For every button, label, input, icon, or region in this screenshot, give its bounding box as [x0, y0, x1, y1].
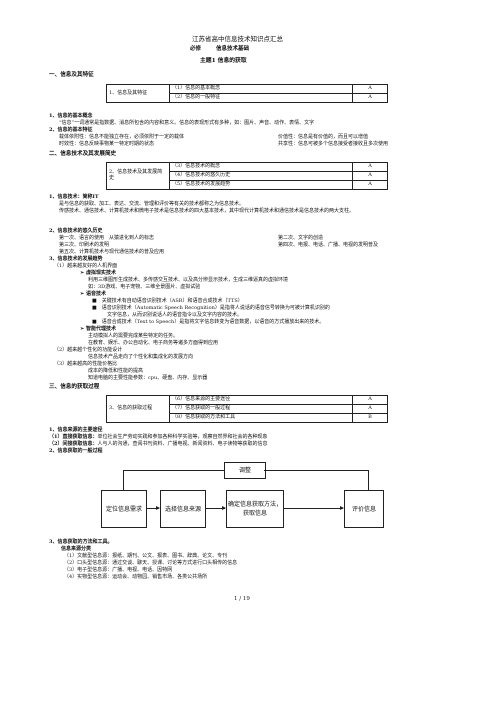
s1-p1-text: “信息”一词通常是指数据、消息所包含的内容和意义。信息的表现形式有多种，如：图片… — [59, 120, 315, 126]
voice-line: ■ 语音合成技术（Text to Speech）是指将文字信息转变为语音数据，以… — [92, 319, 325, 325]
table-item: （2）信息的一般特征 — [169, 93, 353, 103]
agent-heading: 智能代理技术 — [80, 326, 116, 333]
flow-step-1: 定位信息需求 — [101, 490, 147, 528]
table-grade: B — [352, 413, 388, 423]
voice-line: ■ 语音识别技术（Automatic Speech Recognition）是指… — [92, 305, 330, 311]
s3-p3-heading: 3、信息获取的方法和工具。 — [49, 539, 113, 545]
s2-p3-heading: 3、信息技术的发展趋势 — [49, 256, 103, 262]
history-line: 第一次、语言的使用 从猿进化到人的标志 — [59, 235, 155, 241]
doc-subtitle-left: 必修 — [190, 46, 202, 52]
s1-p2-line: 价值性：信息是有价值的，而且可以增值 — [278, 134, 369, 140]
square-bullet-icon: ■ — [92, 319, 97, 325]
agent-line: 在教育、娱乐、办公自动化、电子商务等诸多方面得到应用 — [88, 340, 219, 346]
table-grade: A — [352, 93, 388, 103]
table-item: （1）信息的基本概念 — [169, 84, 353, 94]
voice-line: ■ 关键技术有自动语音识别技术（ASR）和语音合成技术（TTS） — [92, 298, 243, 304]
square-bullet-icon: ■ — [92, 305, 97, 311]
flow-feedback-line — [368, 470, 369, 490]
s1-p2-heading: 2、信息的基本特征 — [49, 127, 93, 133]
doc-subtitle-right: 信息技术基础 — [216, 46, 250, 52]
table-grade: A — [352, 84, 388, 94]
trend-item: （1）越来越友好的人机界面 — [54, 263, 118, 269]
voice-heading: 语音技术 — [80, 291, 106, 298]
table-item: （3）信息技术的概念 — [169, 162, 353, 172]
flow-feedback-line — [123, 470, 124, 490]
source-line: （3）电子型信息源：广播、电视、电话、因特网 — [64, 567, 173, 573]
flow-feedback-line — [264, 470, 368, 471]
voice-line: 文字信息，从而识别说话人的语音指令以及文字内容的技术。 — [107, 312, 243, 318]
page-number: 1 / 19 — [234, 596, 250, 602]
table-item: （6）信息来源的主要途径 — [169, 395, 353, 405]
s2-p1-line: 传感技术、通信技术、计算机技术和微电子技术是信息技术的四大基本技术，其中现代计算… — [59, 208, 355, 214]
section-1-heading: 一、信息及其特征 — [49, 72, 94, 78]
table-item: （4）信息技术的悠久历史 — [169, 171, 353, 181]
s1-p1-heading: 1、信息的基本概念 — [49, 113, 93, 119]
source-line: （4）实物型信息源：运动会、动物园、销售市场、各类公共场所 — [64, 574, 208, 580]
history-line: 第五次、计算机技术与现代通信技术的普及应用 — [59, 249, 165, 255]
vr-line: 利用三维图形生成技术、多传感交互技术、以及高分辨显示技术，生成三维逼真的虚拟环境 — [88, 277, 289, 283]
s3-p3-subheading: 信息来源分类 — [61, 546, 92, 552]
arrow-right-icon — [205, 506, 226, 510]
s2-p1-line: 是与信息的获取、加工、表达、交流、管理和评价等有关的技术都称之为信息技术。 — [59, 201, 245, 207]
table-item: （8）信息获取的方法和工具 — [169, 413, 353, 423]
arrow-bullet-icon — [80, 326, 84, 332]
trend-item: （3）越来越高的性能价格比 — [54, 361, 118, 367]
table-grade: A — [352, 404, 388, 414]
flow-step-3: 确定信息获取方法，获取信息 — [226, 490, 284, 528]
s3-p1-line: （1）直接获取信息：单位社会生产劳动实践和参加各种科学实验等，观察自然界和社会的… — [49, 434, 268, 440]
trend-line: 知道电脑的主要性能参数：cpu、硬盘、内存、显示器 — [88, 375, 208, 381]
table-item: （5）信息技术的发展趋势 — [169, 180, 353, 190]
table-left-cell: 2、信息技术及其发展简史 — [106, 162, 170, 190]
section-1-table: 1、信息及其特征 （1）信息的基本概念 A （2）信息的一般特征 A — [106, 84, 388, 103]
square-bullet-icon: ■ — [92, 298, 97, 304]
section-3-table: 3、信息的获取过程 （6）信息来源的主要途径 A （7）信息获取的一般过程 A … — [106, 395, 388, 423]
vr-line: 如：3D游戏、电子宠物、三维全景图片、虚拟试验 — [88, 284, 201, 290]
trend-line: 信息技术产品走向了个性化和集成化的发展方向 — [88, 354, 194, 360]
flow-feedback-line — [123, 470, 224, 471]
section-2-table: 2、信息技术及其发展简史 （3）信息技术的概念 A （4）信息技术的悠久历史 A… — [106, 162, 388, 190]
flow-step-2: 选择信息来源 — [160, 490, 206, 528]
flow-adjust-box: 调整 — [224, 462, 266, 479]
history-line: 第四次、电报、电话、广播、电视的发明普及 — [278, 242, 379, 248]
table-item: （7）信息获取的一般过程 — [169, 404, 353, 414]
topic-title: 主题1 信息的获取 — [200, 58, 247, 64]
section-3-heading: 三、信息的获取过程 — [49, 384, 100, 390]
s2-p1-heading: 1、信息技术：简称IT — [49, 194, 99, 200]
history-line: 第二次、文字的创造 — [278, 235, 324, 241]
trend-line: 成本的降低和性能的提高 — [88, 368, 144, 374]
s2-p2-heading: 2、信息技术的悠久历史 — [49, 228, 103, 234]
arrow-bullet-icon — [80, 270, 84, 276]
s3-p1-line: （2）间接获取信息：人与人的沟通，查阅书刊资料、广播电视、新闻资料、电子读物等获… — [49, 441, 268, 447]
trend-item: （2）越来越个性化的功能设计 — [54, 347, 123, 353]
section-2-heading: 二、信息技术及其发展简史 — [49, 151, 117, 157]
history-line: 第三次、印刷术的发明 — [59, 242, 110, 248]
table-grade: A — [352, 162, 388, 172]
s1-p2-line: 载体依附性：信息不能独立存在，必须依附于一定的载体 — [59, 134, 185, 140]
doc-title: 江苏省高中信息技术知识点汇总 — [192, 35, 283, 43]
table-grade: A — [352, 180, 388, 190]
table-grade: A — [352, 171, 388, 181]
table-left-cell: 1、信息及其特征 — [106, 84, 170, 103]
table-left-cell: 3、信息的获取过程 — [106, 395, 170, 423]
arrow-right-icon — [283, 506, 344, 510]
source-line: （2）口头型信息源：通过交谈、聊天、授课、讨论等方式进行口头相传的信息 — [64, 560, 238, 566]
s1-p2-line: 时效性：信息反映事物某一特定时期的状态 — [59, 141, 155, 147]
flow-step-4: 评价信息 — [344, 490, 384, 528]
vr-heading: 虚拟现实技术 — [80, 270, 116, 277]
table-grade: A — [352, 395, 388, 405]
source-line: （1）文献型信息源：报纸、期刊、公文、报表、图书、辞典、论文、专刊 — [64, 553, 228, 559]
s1-p2-line: 共享性：信息可被多个信息接受者接收且多次使用 — [278, 141, 389, 147]
s3-p1-heading: 1、信息来源的主要途径 — [49, 427, 103, 433]
arrow-bullet-icon — [80, 291, 84, 297]
arrow-right-icon — [146, 506, 160, 510]
s3-p2-heading: 2、信息获取的一般过程 — [49, 448, 103, 454]
agent-line: 主动模拟人的需要完成某些特定的任务。 — [88, 333, 179, 339]
